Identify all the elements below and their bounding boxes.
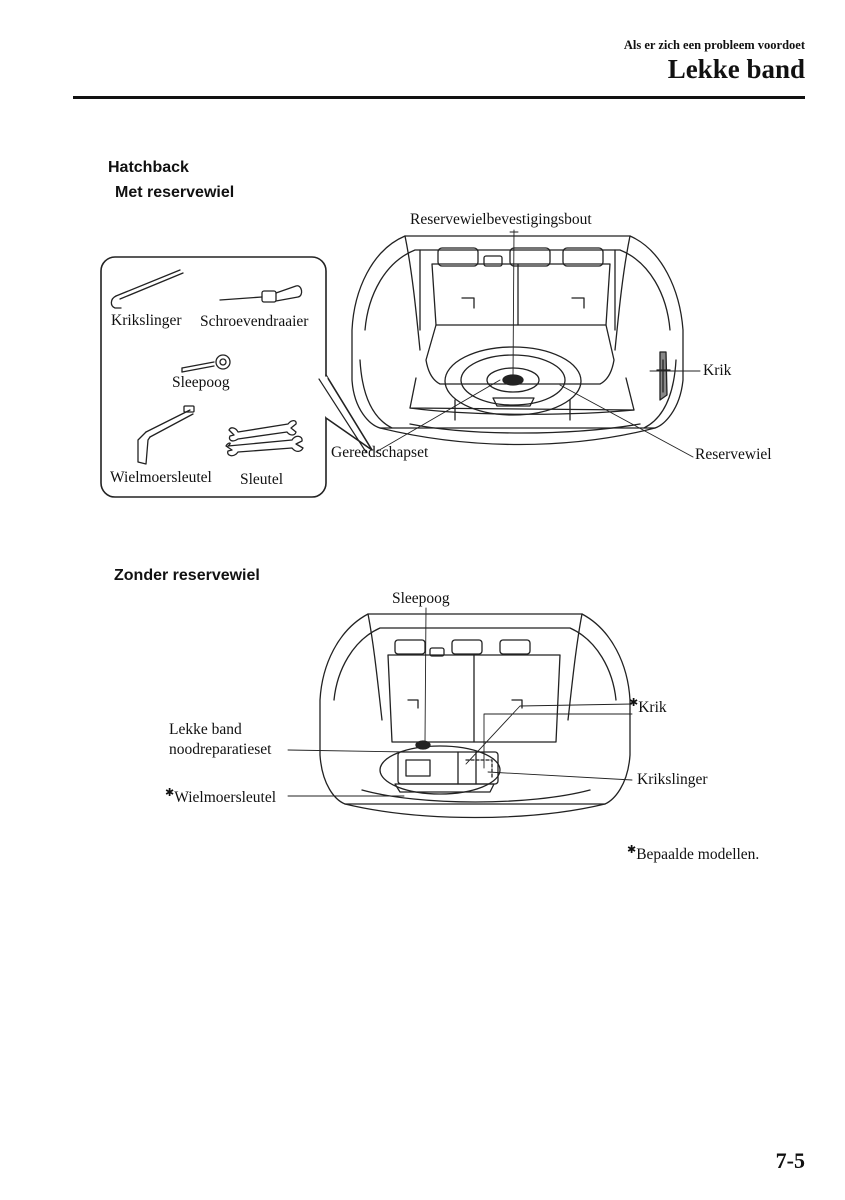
krikslinger-icon: [110, 269, 184, 309]
asterisk-icon: ✱: [165, 787, 175, 799]
asterisk-icon: ✱: [629, 697, 639, 709]
footnote: ✱Bepaalde modellen.: [627, 844, 760, 863]
sleutel-icon: [225, 419, 304, 457]
subheading-met-reservewiel: Met reservewiel: [115, 184, 235, 201]
page-number: 7-5: [775, 1148, 805, 1173]
label-schroevendraaier: Schroevendraaier: [200, 313, 309, 330]
callout-wielmoersleutel-optional: ✱Wielmoersleutel: [165, 787, 277, 806]
label-krikslinger: Krikslinger: [111, 312, 182, 329]
section-heading-hatchback: Hatchback: [108, 159, 189, 176]
chapter-title: Als er zich een probleem voordoet: [623, 38, 805, 52]
callout-kit-line1: Lekke band: [169, 721, 242, 738]
callout-kit-line2: noodreparatieset: [169, 741, 272, 758]
trunk-illustration-spare: [351, 235, 684, 446]
wielmoersleutel-icon: [137, 405, 195, 465]
callout-sleepoog: Sleepoog: [392, 590, 450, 607]
callout-reservewiel: Reservewiel: [695, 446, 772, 463]
label-sleutel: Sleutel: [240, 471, 284, 488]
callout-gereedschapset: Gereedschapset: [331, 444, 429, 461]
callout-bevestigingsbout: Reservewielbevestigingsbout: [410, 211, 592, 228]
subheading-zonder-reservewiel: Zonder reservewiel: [114, 567, 260, 584]
callout-krikslinger: Krikslinger: [637, 771, 708, 788]
page-title: Lekke band: [667, 54, 805, 84]
sleepoog-icon: [181, 354, 231, 373]
asterisk-icon: ✱: [627, 844, 637, 856]
screwdriver-icon: [219, 285, 303, 303]
callout-krik-optional: ✱Krik: [629, 697, 667, 716]
callout-krik: Krik: [703, 362, 732, 379]
trunk-illustration-no-spare: [319, 613, 631, 819]
label-wielmoersleutel-tool: Wielmoersleutel: [110, 469, 212, 486]
header-rule: [73, 96, 805, 99]
label-sleepoog-tool: Sleepoog: [172, 374, 230, 391]
